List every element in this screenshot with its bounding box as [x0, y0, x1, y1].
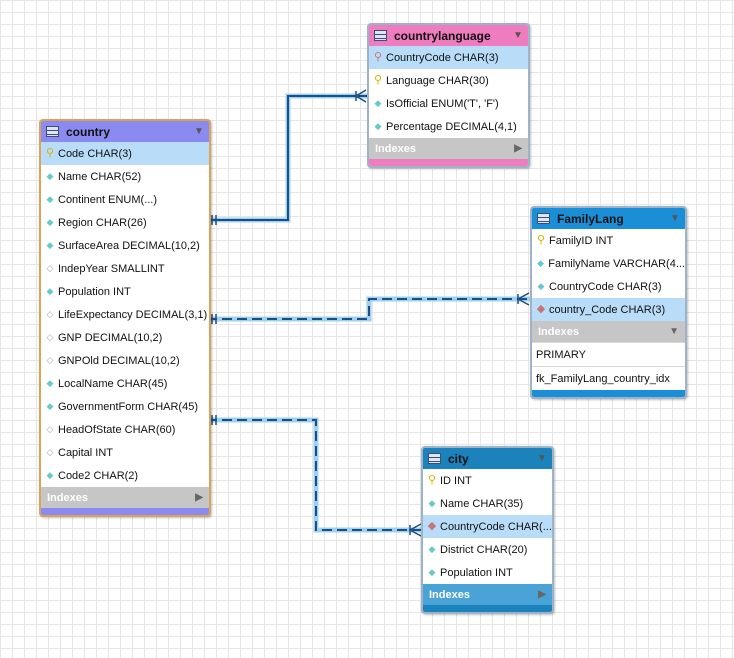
diamond-icon: ◆	[374, 121, 382, 131]
column-row[interactable]: ◆Percentage DECIMAL(4,1)	[374, 120, 517, 133]
column-row[interactable]: ◆FamilyName VARCHAR(4...	[537, 257, 685, 270]
table-name: city	[448, 451, 469, 466]
triangle-down-icon[interactable]: ▼	[194, 126, 204, 137]
table-name: country	[66, 124, 111, 139]
column-row[interactable]: ◇LifeExpectancy DECIMAL(3,1)	[46, 308, 208, 321]
key-icon: ⚲	[536, 234, 546, 246]
empty-diamond-icon: ◇	[46, 332, 54, 342]
rel-country-city[interactable]	[207, 415, 423, 537]
table-icon	[374, 30, 387, 41]
empty-diamond-icon: ◇	[46, 263, 54, 273]
diamond-icon: ◆	[46, 217, 54, 227]
triangle-down-icon[interactable]: ▼	[513, 30, 523, 41]
triangle-right-icon[interactable]: ▶	[538, 589, 546, 600]
column-row[interactable]: ⚲Language CHAR(30)	[373, 74, 489, 87]
table-header[interactable]: FamilyLang ▼	[532, 208, 685, 229]
table-country[interactable]: country ▼ ⚲Code CHAR(3) ◆Name CHAR(52) ◆…	[39, 119, 211, 517]
table-name: FamilyLang	[557, 211, 624, 226]
diamond-icon: ◆	[46, 286, 54, 296]
column-row[interactable]: ⚲Code CHAR(3)	[41, 142, 209, 165]
column-row[interactable]: ◆SurfaceArea DECIMAL(10,2)	[46, 239, 200, 252]
column-row[interactable]: ◇Capital INT	[46, 446, 114, 459]
indexes-bar[interactable]: Indexes▶	[41, 487, 209, 508]
table-countrylanguage[interactable]: countrylanguage ▼ ⚲CountryCode CHAR(3) ⚲…	[367, 23, 530, 168]
rel-country-countrylanguage[interactable]	[207, 89, 368, 225]
foreign-key-icon: ◆	[536, 303, 546, 315]
diamond-icon: ◆	[46, 171, 54, 181]
diamond-icon: ◆	[46, 240, 54, 250]
diamond-icon: ◆	[374, 98, 382, 108]
triangle-down-icon[interactable]: ▼	[670, 213, 680, 224]
column-row[interactable]: ◆Population INT	[428, 566, 513, 579]
column-row[interactable]: ◆Name CHAR(52)	[46, 170, 142, 183]
column-row[interactable]: ◆District CHAR(20)	[428, 543, 528, 556]
diamond-icon: ◆	[46, 470, 54, 480]
foreign-key-icon: ◆	[427, 520, 437, 532]
diamond-icon: ◆	[428, 544, 436, 554]
diamond-icon: ◆	[46, 194, 54, 204]
key-icon: ⚲	[45, 147, 55, 159]
diamond-icon: ◆	[46, 378, 54, 388]
table-icon	[46, 126, 59, 137]
indexes-bar[interactable]: Indexes▶	[369, 138, 528, 159]
column-row[interactable]: ◇GNPOld DECIMAL(10,2)	[46, 354, 180, 367]
diamond-icon: ◆	[46, 401, 54, 411]
diamond-icon: ◆	[537, 258, 545, 268]
table-footer	[532, 390, 685, 397]
table-header[interactable]: city ▼	[423, 448, 552, 469]
column-row[interactable]: ◆LocalName CHAR(45)	[46, 377, 168, 390]
table-familylang[interactable]: FamilyLang ▼ ⚲FamilyID INT ◆FamilyName V…	[530, 206, 687, 399]
rel-country-familylang[interactable]	[207, 292, 531, 324]
column-row[interactable]: ⚲CountryCode CHAR(3)	[369, 46, 528, 69]
indexes-bar[interactable]: Indexes▶	[423, 584, 552, 605]
table-icon	[537, 213, 550, 224]
table-city[interactable]: city ▼ ⚲ID INT ◆Name CHAR(35) ◆CountryCo…	[421, 446, 554, 614]
triangle-right-icon[interactable]: ▶	[195, 492, 203, 503]
column-row[interactable]: ◇HeadOfState CHAR(60)	[46, 423, 176, 436]
empty-diamond-icon: ◇	[46, 309, 54, 319]
table-name: countrylanguage	[394, 28, 491, 43]
empty-diamond-icon: ◇	[46, 355, 54, 365]
column-row[interactable]: ◆Region CHAR(26)	[46, 216, 147, 229]
diamond-icon: ◆	[428, 567, 436, 577]
indexes-bar[interactable]: Indexes▼	[532, 321, 685, 342]
column-row[interactable]: ◆Code2 CHAR(2)	[46, 469, 139, 482]
index-row[interactable]: fk_FamilyLang_country_idx	[532, 366, 685, 390]
column-row[interactable]: ◆Population INT	[46, 285, 131, 298]
column-row[interactable]: ◆Name CHAR(35)	[428, 497, 524, 510]
column-row[interactable]: ◆country_Code CHAR(3)	[532, 298, 685, 321]
column-row[interactable]: ◆Continent ENUM(...)	[46, 193, 158, 206]
table-footer	[369, 159, 528, 166]
triangle-right-icon[interactable]: ▶	[514, 143, 522, 154]
triangle-down-icon[interactable]: ▼	[669, 326, 679, 337]
column-row[interactable]: ◇GNP DECIMAL(10,2)	[46, 331, 163, 344]
empty-diamond-icon: ◇	[46, 447, 54, 457]
table-footer	[423, 605, 552, 612]
triangle-down-icon[interactable]: ▼	[537, 453, 547, 464]
column-row[interactable]: ⚲ID INT	[427, 474, 472, 487]
column-row[interactable]: ◇IndepYear SMALLINT	[46, 262, 165, 275]
empty-diamond-icon: ◇	[46, 424, 54, 434]
foreign-key-icon: ⚲	[373, 51, 383, 63]
table-header[interactable]: countrylanguage ▼	[369, 25, 528, 46]
column-row[interactable]: ◆GovernmentForm CHAR(45)	[46, 400, 198, 413]
diamond-icon: ◆	[428, 498, 436, 508]
key-icon: ⚲	[373, 74, 383, 86]
column-row[interactable]: ◆IsOfficial ENUM('T', 'F')	[374, 97, 499, 110]
table-footer	[41, 508, 209, 515]
column-row[interactable]: ◆CountryCode CHAR(3)	[537, 280, 662, 293]
table-icon	[428, 453, 441, 464]
column-row[interactable]: ⚲FamilyID INT	[536, 234, 614, 247]
key-icon: ⚲	[427, 474, 437, 486]
index-row[interactable]: PRIMARY	[532, 342, 685, 366]
table-header[interactable]: country ▼	[41, 121, 209, 142]
column-row[interactable]: ◆CountryCode CHAR(...	[423, 515, 552, 538]
diamond-icon: ◆	[537, 281, 545, 291]
